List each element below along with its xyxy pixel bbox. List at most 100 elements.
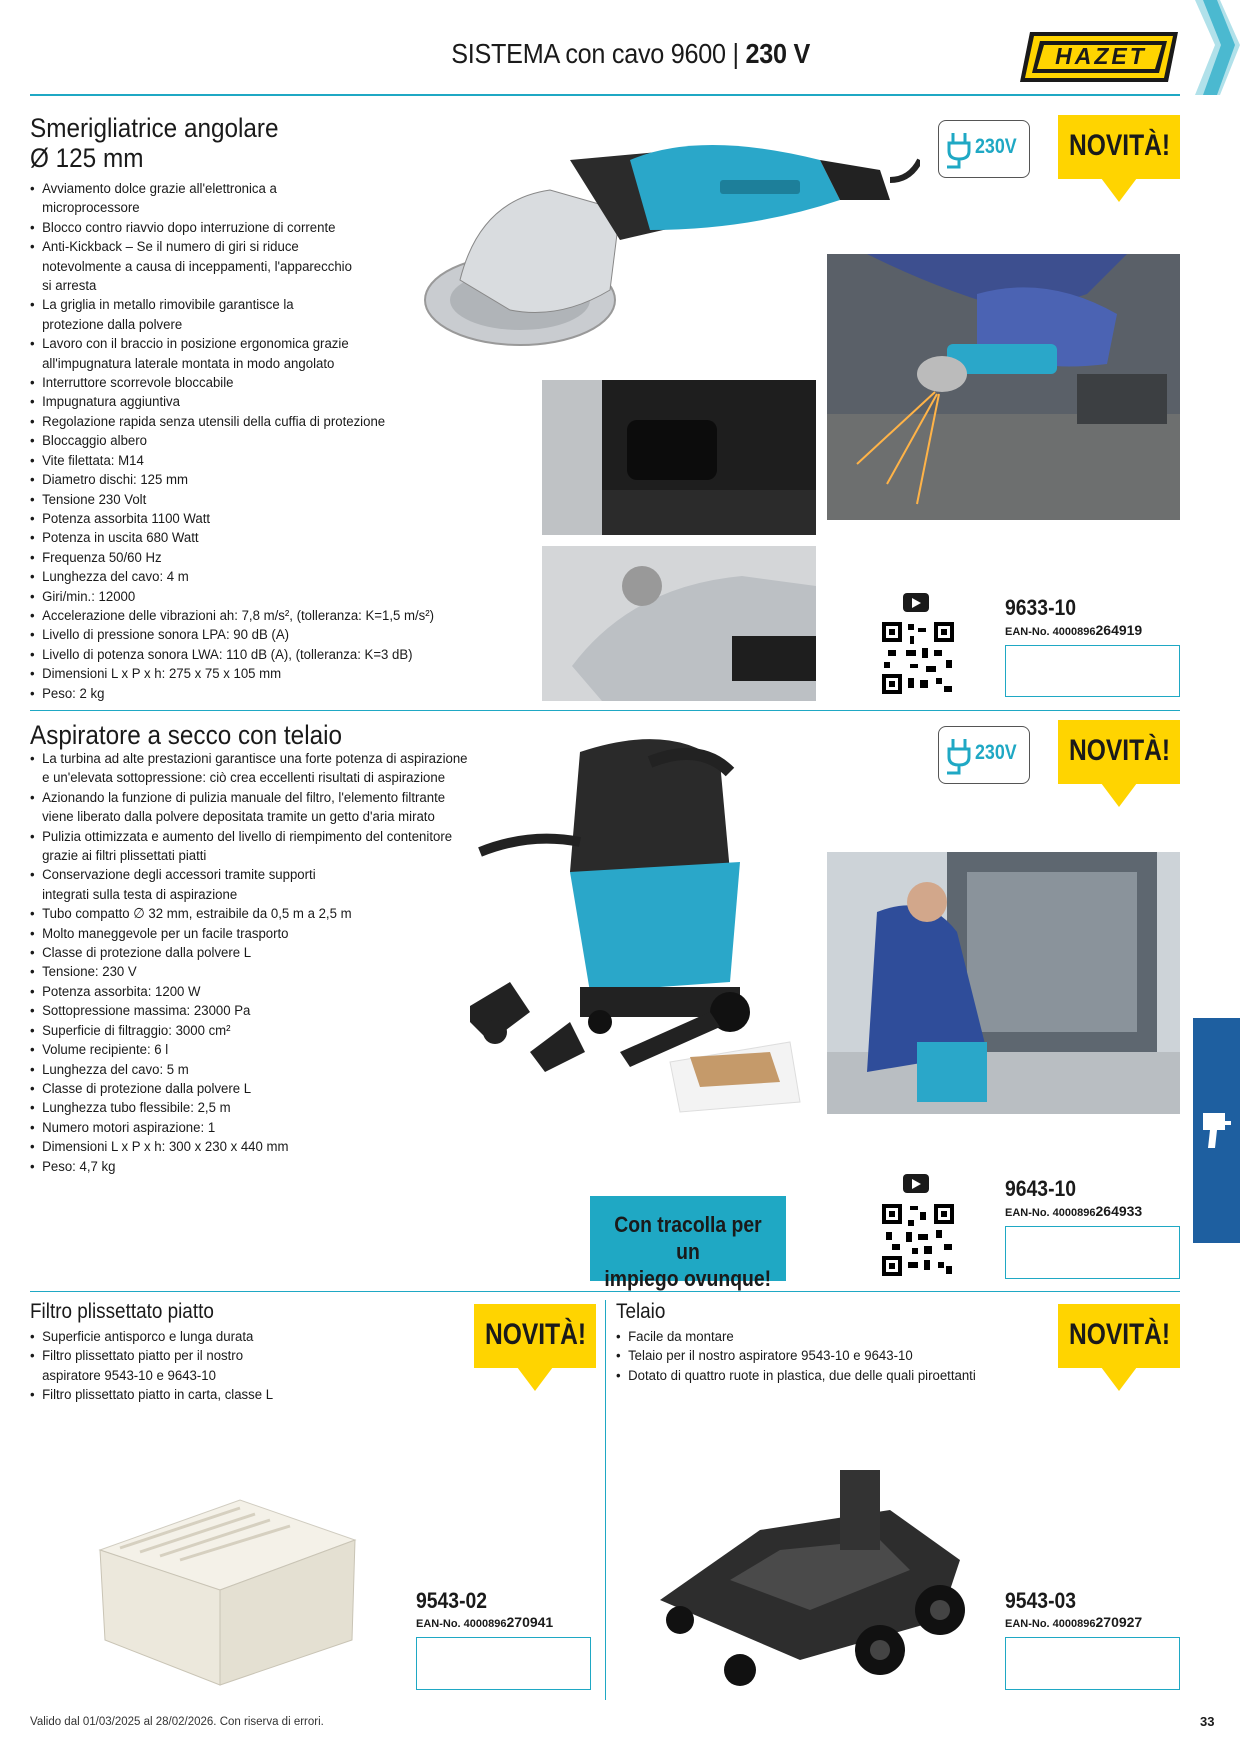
section-title-filter: Filtro plissettato piatto xyxy=(30,1300,214,1323)
youtube-video-icon[interactable] xyxy=(903,1174,929,1193)
validity-note: Valido dal 01/03/2025 al 28/02/2026. Con… xyxy=(30,1716,324,1728)
vacuum-in-use-photo xyxy=(827,852,1180,1114)
corner-tab-decoration xyxy=(1195,0,1240,95)
feature-item: Potenza assorbita: 1200 W xyxy=(30,983,524,1003)
pleated-filter-image xyxy=(90,1490,360,1690)
hazet-logo: HAZET xyxy=(1018,28,1180,86)
feature-item: Lunghezza del cavo: 5 m xyxy=(30,1061,524,1081)
feature-item: Conservazione degli accessori tramite su… xyxy=(30,866,524,886)
feature-item-cont: grazie ai filtri plissettati piatti xyxy=(42,848,207,865)
feature-item: Frequenza 50/60 Hz xyxy=(30,549,484,569)
grinder-switch-detail-photo xyxy=(542,380,816,535)
frame-feature-list: Facile da montare Telaio per il nostro a… xyxy=(616,1328,1056,1387)
feature-item-cont: e un'elevata sottopressione: ciò crea ec… xyxy=(42,770,446,787)
price-box xyxy=(1005,645,1180,697)
feature-item-cont: integrati sulla testa di aspirazione xyxy=(42,886,238,903)
feature-item-cont: microprocessore xyxy=(42,200,140,217)
feature-item: Classe di protezione dalla polvere L xyxy=(30,944,524,964)
feature-item: Interruttore scorrevole bloccabile xyxy=(30,374,484,394)
grinder-guard-detail-photo xyxy=(542,546,816,701)
angle-grinder-image xyxy=(420,120,923,360)
feature-item: Giri/min.: 12000 xyxy=(30,588,484,608)
feature-item: Lunghezza del cavo: 4 m xyxy=(30,568,484,588)
feature-item: Superficie di filtraggio: 3000 cm² xyxy=(30,1022,524,1042)
feature-item: Molto maneggevole per un facile trasport… xyxy=(30,925,524,945)
feature-item: Filtro plissettato piatto in carta, clas… xyxy=(30,1386,464,1406)
product-code: 9643-10 xyxy=(1005,1176,1077,1201)
feature-item: Azionando la funzione di pulizia manuale… xyxy=(30,789,524,809)
feature-item-cont: protezione dalla polvere xyxy=(42,316,183,333)
feature-item: Numero motori aspirazione: 1 xyxy=(30,1119,524,1139)
section-divider xyxy=(30,710,1180,711)
vacuum-product-image xyxy=(460,722,810,1122)
vacuum-feature-list: La turbina ad alte prestazioni garantisc… xyxy=(30,750,510,1177)
feature-item: Peso: 2 kg xyxy=(30,685,484,705)
feature-item: Lunghezza tubo flessibile: 2,5 m xyxy=(30,1099,524,1119)
drill-icon xyxy=(1203,1113,1231,1148)
feature-item: Peso: 4,7 kg xyxy=(30,1158,524,1178)
filter-feature-list: Superficie antisporco e lunga durata Fil… xyxy=(30,1328,450,1406)
feature-item: Facile da montare xyxy=(616,1328,1070,1348)
feature-item: Lavoro con il braccio in posizione ergon… xyxy=(30,335,484,355)
feature-item: Dimensioni L x P x h: 300 x 230 x 440 mm xyxy=(30,1138,524,1158)
feature-item: Tensione: 230 V xyxy=(30,963,524,983)
page-title: SISTEMA con cavo 9600 | 230 V xyxy=(451,38,810,69)
feature-item-cont: si arresta xyxy=(42,278,97,295)
novita-badge: NOVITÀ! xyxy=(1058,115,1180,205)
price-box xyxy=(416,1637,591,1690)
feature-item: Livello di potenza sonora LWA: 110 dB (A… xyxy=(30,646,484,666)
qr-code-icon[interactable] xyxy=(880,1202,956,1278)
voltage-badge-230v: 230V xyxy=(938,726,1030,784)
voltage-badge-230v: 230V xyxy=(938,120,1030,178)
feature-item: Volume recipiente: 6 l xyxy=(30,1041,524,1061)
column-divider xyxy=(605,1300,606,1700)
section-title-vacuum: Aspiratore a secco con telaio xyxy=(30,720,343,750)
category-side-tab xyxy=(1193,1018,1240,1243)
section-divider xyxy=(30,1291,1180,1292)
feature-item: Regolazione rapida senza utensili della … xyxy=(30,413,484,433)
novita-badge: NOVITÀ! xyxy=(1058,1304,1180,1394)
feature-item: Blocco contro riavvio dopo interruzione … xyxy=(30,219,484,239)
section-title-frame: Telaio xyxy=(616,1300,666,1323)
ean-number: EAN-No. 4000896264919 xyxy=(1005,622,1143,638)
feature-item: Anti-Kickback – Se il numero di giri si … xyxy=(30,238,484,258)
ean-number: EAN-No. 4000896270941 xyxy=(416,1614,554,1630)
feature-item: Bloccaggio albero xyxy=(30,432,484,452)
feature-item: Accelerazione delle vibrazioni ah: 7,8 m… xyxy=(30,607,484,627)
price-box xyxy=(1005,1637,1180,1690)
qr-code-icon[interactable] xyxy=(880,620,956,696)
ean-number: EAN-No. 4000896270927 xyxy=(1005,1614,1143,1630)
feature-item: Superficie antisporco e lunga durata xyxy=(30,1328,464,1348)
feature-item: Tensione 230 Volt xyxy=(30,491,484,511)
youtube-video-icon[interactable] xyxy=(903,593,929,612)
feature-item-cont: viene liberato dalla polvere depositata … xyxy=(42,809,435,826)
plug-icon xyxy=(947,739,971,775)
feature-item: Impugnatura aggiuntiva xyxy=(30,393,484,413)
feature-item-cont: notevolmente a causa di inceppamenti, l'… xyxy=(42,258,352,275)
feature-item: La turbina ad alte prestazioni garantisc… xyxy=(30,750,524,770)
feature-item: Dotato di quattro ruote in plastica, due… xyxy=(616,1367,1070,1387)
feature-item: Pulizia ottimizzata e aumento del livell… xyxy=(30,828,524,848)
price-box xyxy=(1005,1226,1180,1279)
wheeled-frame-image xyxy=(640,1470,980,1690)
ean-number: EAN-No. 4000896264933 xyxy=(1005,1203,1143,1219)
feature-item-cont: all'impugnatura laterale montata in modo… xyxy=(42,355,335,372)
logo-text: HAZET xyxy=(1055,43,1147,69)
header-divider xyxy=(30,94,1180,96)
grinder-feature-list: Avviamento dolce grazie all'elettronica … xyxy=(30,180,470,704)
grinder-in-use-photo xyxy=(827,254,1180,520)
novita-badge: NOVITÀ! xyxy=(474,1304,596,1394)
feature-item: Tubo compatto ∅ 32 mm, estraibile da 0,5… xyxy=(30,905,524,925)
feature-item: Telaio per il nostro aspiratore 9543-10 … xyxy=(616,1347,1070,1367)
feature-item: Classe di protezione dalla polvere L xyxy=(30,1080,524,1100)
feature-item: Filtro plissettato piatto per il nostro xyxy=(30,1347,464,1367)
section-title-grinder: Smerigliatrice angolare Ø 125 mm xyxy=(30,113,279,173)
novita-badge: NOVITÀ! xyxy=(1058,720,1180,810)
feature-item: Diametro dischi: 125 mm xyxy=(30,471,484,491)
feature-item: Sottopressione massima: 23000 Pa xyxy=(30,1002,524,1022)
feature-item: La griglia in metallo rimovibile garanti… xyxy=(30,296,484,316)
feature-item: Potenza assorbita 1100 Watt xyxy=(30,510,484,530)
feature-item: Dimensioni L x P x h: 275 x 75 x 105 mm xyxy=(30,665,484,685)
feature-item: Livello di pressione sonora LPA: 90 dB (… xyxy=(30,626,484,646)
